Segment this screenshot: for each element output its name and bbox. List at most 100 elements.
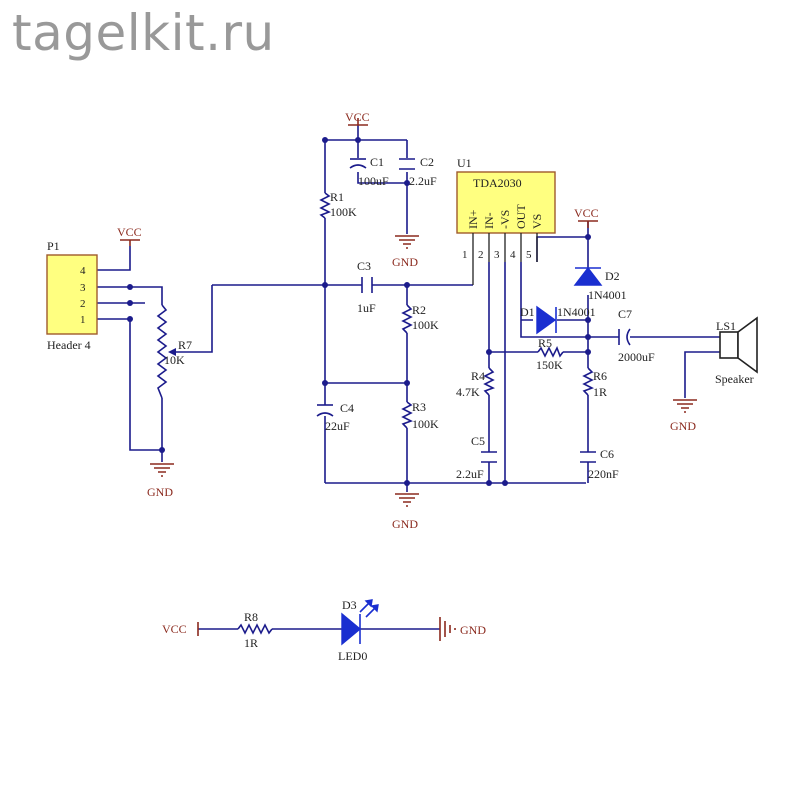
- junction-dot: [404, 282, 410, 288]
- svg-text:D1: D1: [520, 305, 535, 319]
- svg-text:10K: 10K: [164, 353, 185, 367]
- diode-d1: D1 1N4001: [520, 305, 596, 335]
- svg-text:2000uF: 2000uF: [618, 350, 655, 364]
- svg-text:R5: R5: [538, 336, 552, 350]
- svg-text:GND: GND: [670, 419, 696, 433]
- gnd-symbol: GND: [439, 617, 486, 641]
- junction-dot: [585, 317, 591, 323]
- svg-text:220nF: 220nF: [588, 467, 619, 481]
- svg-text:D2: D2: [605, 269, 620, 283]
- svg-text:R8: R8: [244, 610, 258, 624]
- svg-text:1R: 1R: [244, 636, 258, 650]
- svg-text:100K: 100K: [330, 205, 357, 219]
- svg-text:GND: GND: [460, 623, 486, 637]
- svg-text:1uF: 1uF: [357, 301, 376, 315]
- resistor-r8: R8 1R: [237, 610, 273, 650]
- svg-text:Header 4: Header 4: [47, 338, 91, 352]
- resistor-r3: R3 100K: [401, 400, 439, 431]
- svg-text:GND: GND: [392, 517, 418, 531]
- ic-u1: U1 TDA2030 IN+ IN- -VS OUT VS 1 2 3 4 5: [456, 156, 556, 285]
- svg-text:2: 2: [80, 298, 86, 310]
- svg-text:3: 3: [494, 249, 500, 261]
- svg-text:VCC: VCC: [117, 225, 142, 239]
- capacitor-c7: C7 2000uF: [618, 307, 655, 364]
- svg-text:C2: C2: [420, 155, 434, 169]
- svg-text:100K: 100K: [412, 318, 439, 332]
- svg-text:3: 3: [80, 282, 86, 294]
- junction-dot: [322, 380, 328, 386]
- site-title: tagelkit.ru: [12, 4, 275, 62]
- junction-dot: [355, 137, 361, 143]
- svg-text:GND: GND: [147, 485, 173, 499]
- capacitor-c2: C2 2.2uF: [399, 155, 437, 188]
- header-p1: P1 Header 4 4 3 2 1: [46, 239, 98, 352]
- svg-text:4.7K: 4.7K: [456, 385, 480, 399]
- svg-text:IN+: IN+: [466, 209, 480, 229]
- svg-text:IN-: IN-: [482, 212, 496, 229]
- svg-text:22uF: 22uF: [325, 419, 350, 433]
- junction-dot: [404, 380, 410, 386]
- svg-text:2.2uF: 2.2uF: [409, 174, 437, 188]
- svg-text:-VS: -VS: [498, 210, 512, 229]
- svg-text:R6: R6: [593, 369, 607, 383]
- junction-dot: [502, 480, 508, 486]
- svg-text:P1: P1: [47, 239, 60, 253]
- capacitor-c4: C4 22uF: [316, 401, 354, 433]
- junction-dot: [404, 180, 410, 186]
- vcc-symbol: VCC: [162, 622, 199, 636]
- svg-text:R7: R7: [178, 338, 192, 352]
- resistor-r1: R1 100K: [319, 190, 357, 219]
- svg-text:VS: VS: [530, 214, 544, 229]
- junctions: [127, 137, 591, 486]
- gnd-symbol: GND: [147, 463, 174, 499]
- svg-text:1N4001: 1N4001: [588, 288, 627, 302]
- junction-dot: [322, 137, 328, 143]
- junction-dot: [127, 284, 133, 290]
- svg-text:100uF: 100uF: [358, 174, 389, 188]
- svg-text:C3: C3: [357, 259, 371, 273]
- svg-text:R3: R3: [412, 400, 426, 414]
- capacitor-c6: C6 220nF: [580, 447, 619, 481]
- svg-text:R4: R4: [471, 369, 485, 383]
- capacitor-c5: C5 2.2uF: [456, 434, 497, 481]
- svg-text:TDA2030: TDA2030: [473, 176, 522, 190]
- svg-text:4: 4: [510, 249, 516, 261]
- svg-text:R2: R2: [412, 303, 426, 317]
- svg-text:2: 2: [478, 249, 484, 261]
- vcc-symbol: VCC: [574, 206, 599, 228]
- svg-text:150K: 150K: [536, 358, 563, 372]
- junction-dot: [127, 316, 133, 322]
- diode-d2: D2 1N4001: [573, 266, 627, 302]
- svg-text:100K: 100K: [412, 417, 439, 431]
- svg-text:1R: 1R: [593, 385, 607, 399]
- vcc-symbol: VCC: [345, 110, 370, 126]
- resistor-r6: R6 1R: [582, 367, 607, 399]
- vcc-symbol: VCC: [117, 225, 142, 246]
- junction-dot: [486, 349, 492, 355]
- svg-text:GND: GND: [392, 255, 418, 269]
- svg-text:2.2uF: 2.2uF: [456, 467, 484, 481]
- gnd-symbol: GND: [392, 235, 419, 269]
- svg-text:C5: C5: [471, 434, 485, 448]
- resistor-r4: R4 4.7K: [456, 367, 495, 399]
- svg-text:C1: C1: [370, 155, 384, 169]
- svg-text:1: 1: [80, 314, 86, 326]
- svg-text:5: 5: [526, 249, 532, 261]
- junction-dot: [322, 282, 328, 288]
- svg-text:U1: U1: [457, 156, 472, 170]
- header-body: [46, 254, 98, 335]
- svg-text:LED0: LED0: [338, 649, 367, 663]
- potentiometer-r7: R7 10K: [156, 304, 197, 399]
- junction-dot: [159, 447, 165, 453]
- svg-text:VCC: VCC: [162, 622, 187, 636]
- junction-dot: [404, 480, 410, 486]
- junction-dot: [585, 234, 591, 240]
- capacitor-c1: C1 100uF: [349, 155, 389, 188]
- svg-text:VCC: VCC: [345, 110, 370, 124]
- wires: [97, 125, 720, 630]
- speaker-ls1: LS1 Speaker: [715, 316, 758, 386]
- ic-body: [456, 171, 556, 234]
- svg-text:VCC: VCC: [574, 206, 599, 220]
- resistor-r5: R5 150K: [536, 336, 564, 372]
